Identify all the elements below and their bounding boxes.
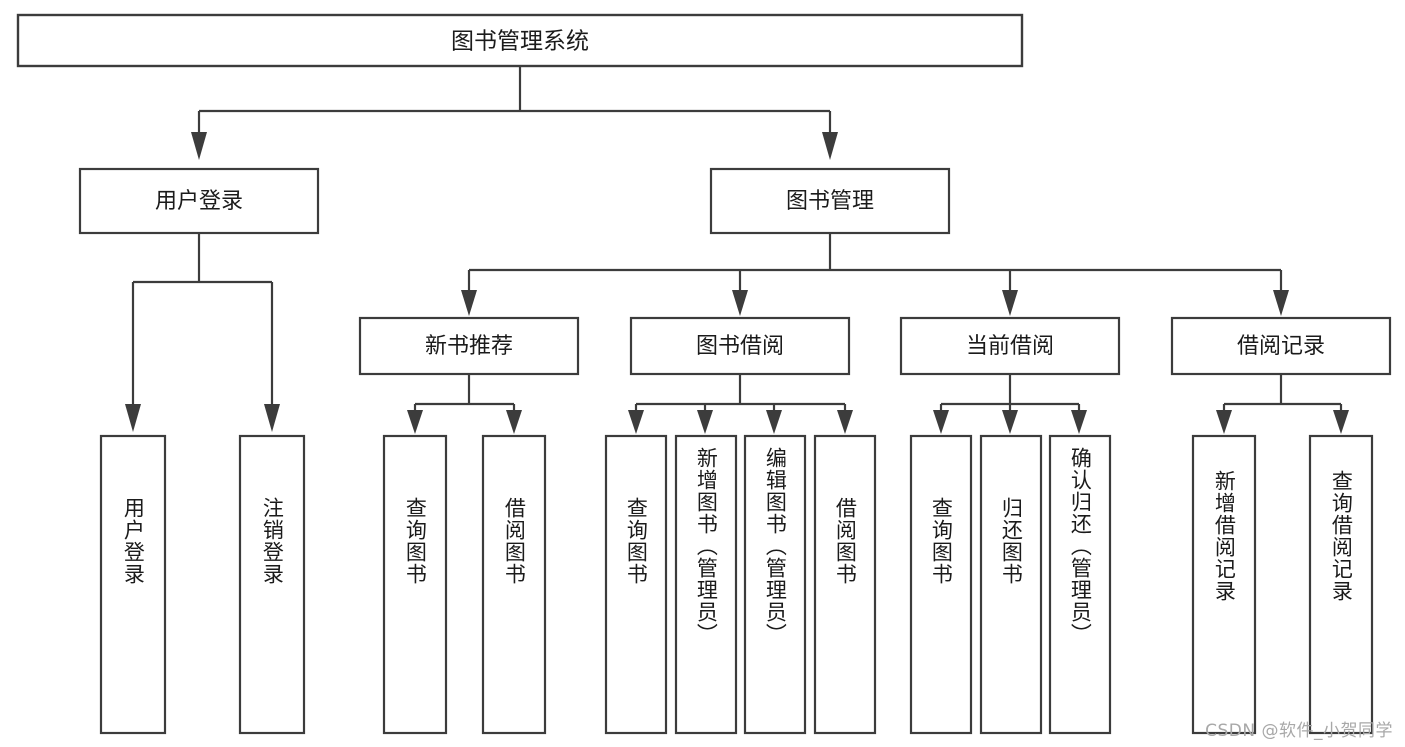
leaf-box-new-book-0[interactable]: [382, 434, 448, 735]
node-book-management-label: 图书管理: [786, 189, 874, 214]
connector-userlogin-to-leaves: [125, 233, 280, 432]
leaf-box-current-borrow-0[interactable]: [909, 434, 973, 735]
connector-borrowrecord-to-leaves: [1216, 374, 1349, 434]
leaf-box-current-borrow-2[interactable]: [1048, 434, 1112, 735]
node-borrow-record[interactable]: 借阅记录: [1170, 316, 1392, 376]
node-root[interactable]: 图书管理系统: [16, 13, 1024, 68]
connector-bookborrow-to-leaves: [628, 374, 853, 434]
node-book-borrow-label: 图书借阅: [696, 334, 784, 359]
leaf-box-current-borrow-1[interactable]: [979, 434, 1043, 735]
leaf-box-book-borrow-3[interactable]: [813, 434, 877, 735]
node-user-login-label: 用户登录: [155, 189, 243, 214]
leaf-box-new-book-1[interactable]: [481, 434, 547, 735]
node-borrow-record-label: 借阅记录: [1237, 334, 1325, 359]
leaf-box-book-borrow-0[interactable]: [604, 434, 668, 735]
leaf-box-book-borrow-1[interactable]: [674, 434, 738, 735]
node-current-borrow[interactable]: 当前借阅: [899, 316, 1121, 376]
leaf-box-user-login-1[interactable]: [238, 434, 306, 735]
connector-root-to-level2: [191, 66, 838, 160]
node-current-borrow-label: 当前借阅: [966, 334, 1054, 359]
node-book-management[interactable]: 图书管理: [709, 167, 951, 235]
leaf-box-user-login-0[interactable]: [99, 434, 167, 735]
node-new-book-recommend[interactable]: 新书推荐: [358, 316, 580, 376]
leaf-box-borrow-record-0[interactable]: [1191, 434, 1257, 735]
connector-newbook-to-leaves: [407, 374, 522, 434]
leaf-box-borrow-record-1[interactable]: [1308, 434, 1374, 735]
connector-currentborrow-to-leaves: [933, 374, 1087, 434]
node-new-book-recommend-label: 新书推荐: [425, 334, 513, 359]
csdn-watermark: CSDN @软件_小贺同学: [1205, 721, 1393, 741]
node-user-login[interactable]: 用户登录: [78, 167, 320, 235]
node-root-label: 图书管理系统: [451, 29, 589, 55]
connector-bookmanage-to-level3: [461, 233, 1289, 316]
node-book-borrow[interactable]: 图书借阅: [629, 316, 851, 376]
leaf-box-book-borrow-2[interactable]: [743, 434, 807, 735]
